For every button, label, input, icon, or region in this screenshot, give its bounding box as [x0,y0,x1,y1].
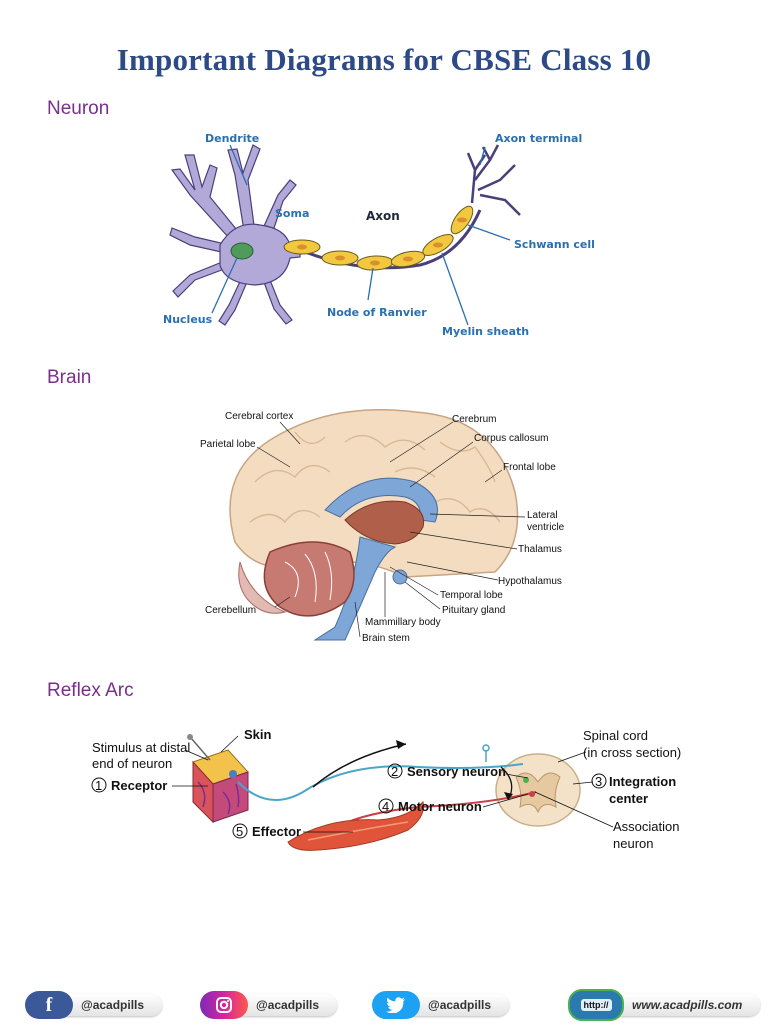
myelin-sheaths [283,205,474,271]
skin-block [192,749,249,824]
label-corpus-callosum: Corpus callosum [474,433,548,444]
neuron-heading: Neuron [47,98,110,119]
label-schwann-cell: Schwann cell [514,238,595,251]
sensory-neuron-path [237,763,524,801]
web-icon: http:// [568,989,624,1021]
facebook-link[interactable]: f @acadpills [25,991,163,1019]
social-footer: f @acadpills @acadpills @acadpills http:… [0,989,768,1021]
axon-terminal [466,144,521,216]
label-myelin-sheath: Myelin sheath [442,325,529,338]
label-thalamus: Thalamus [518,544,562,555]
label-frontal-lobe: Frontal lobe [503,462,556,473]
label-cerebrum: Cerebrum [452,414,496,425]
facebook-handle: @acadpills [53,994,163,1016]
instagram-icon [200,991,248,1019]
label-pituitary-gland: Pituitary gland [442,605,505,616]
label-receptor: Receptor [111,778,167,793]
label-skin: Skin [244,727,272,742]
neuron-dendrites [169,144,301,326]
integration-number: 3 [595,774,602,789]
label-node-of-ranvier: Node of Ranvier [327,306,427,319]
label-dendrite: Dendrite [205,132,259,145]
label-axon: Axon [366,209,400,223]
website-badge-text: http:// [580,999,612,1011]
neuron-diagram: Dendrite Axon terminal Soma Axon Schwann… [163,132,595,338]
effector-number: 5 [236,824,243,839]
page-title: Important Diagrams for CBSE Class 10 [116,42,652,77]
label-lateral-ventricle-2: ventricle [527,522,565,533]
label-lateral-ventricle-1: Lateral [527,510,558,521]
instagram-link[interactable]: @acadpills [200,991,338,1019]
receptor-number: 1 [95,778,102,793]
label-association-2: neuron [613,836,653,851]
sensory-number: 2 [391,764,398,779]
reflex-arc-heading: Reflex Arc [47,680,134,701]
instagram-handle: @acadpills [228,994,338,1016]
website-link[interactable]: http:// www.acadpills.com [568,989,761,1021]
label-nucleus: Nucleus [163,313,213,326]
label-brain-stem: Brain stem [362,633,410,644]
twitter-link[interactable]: @acadpills [372,991,510,1019]
brain-heading: Brain [47,367,92,388]
twitter-handle: @acadpills [400,994,510,1016]
label-spinal-cord-1: Spinal cord [583,728,648,743]
reflex-arc-diagram: Skin Stimulus at distal end of neuron 1 … [91,727,681,851]
label-integration-2: center [609,791,648,806]
label-integration-1: Integration [609,774,676,789]
brain-corpus-callosum [324,477,438,523]
label-cerebral-cortex: Cerebral cortex [225,411,293,422]
label-parietal-lobe: Parietal lobe [200,439,256,450]
label-effector: Effector [252,824,301,839]
label-soma: Soma [275,207,309,220]
label-motor-neuron: Motor neuron [398,799,482,814]
twitter-icon [372,991,420,1019]
effector-muscle [287,800,424,851]
brain-cerebellum [263,541,355,617]
label-stimulus-2: end of neuron [92,756,172,771]
facebook-icon: f [25,991,73,1019]
label-spinal-cord-2: (in cross section) [583,745,681,760]
label-axon-terminal: Axon terminal [495,132,582,145]
label-association-1: Association [613,819,679,834]
neuron-nucleus [230,242,254,260]
label-temporal-lobe: Temporal lobe [440,590,503,601]
label-mammillary-body: Mammillary body [365,617,441,628]
website-url: www.acadpills.com [604,994,761,1016]
label-cerebellum: Cerebellum [205,605,256,616]
label-stimulus-1: Stimulus at distal [92,740,190,755]
label-hypothalamus: Hypothalamus [498,576,562,587]
motor-number: 4 [382,799,389,814]
label-sensory-neuron: Sensory neuron [407,764,506,779]
brain-diagram: Cerebral cortex Cerebrum Parietal lobe C… [200,409,565,644]
brain-thalamus [344,500,425,545]
